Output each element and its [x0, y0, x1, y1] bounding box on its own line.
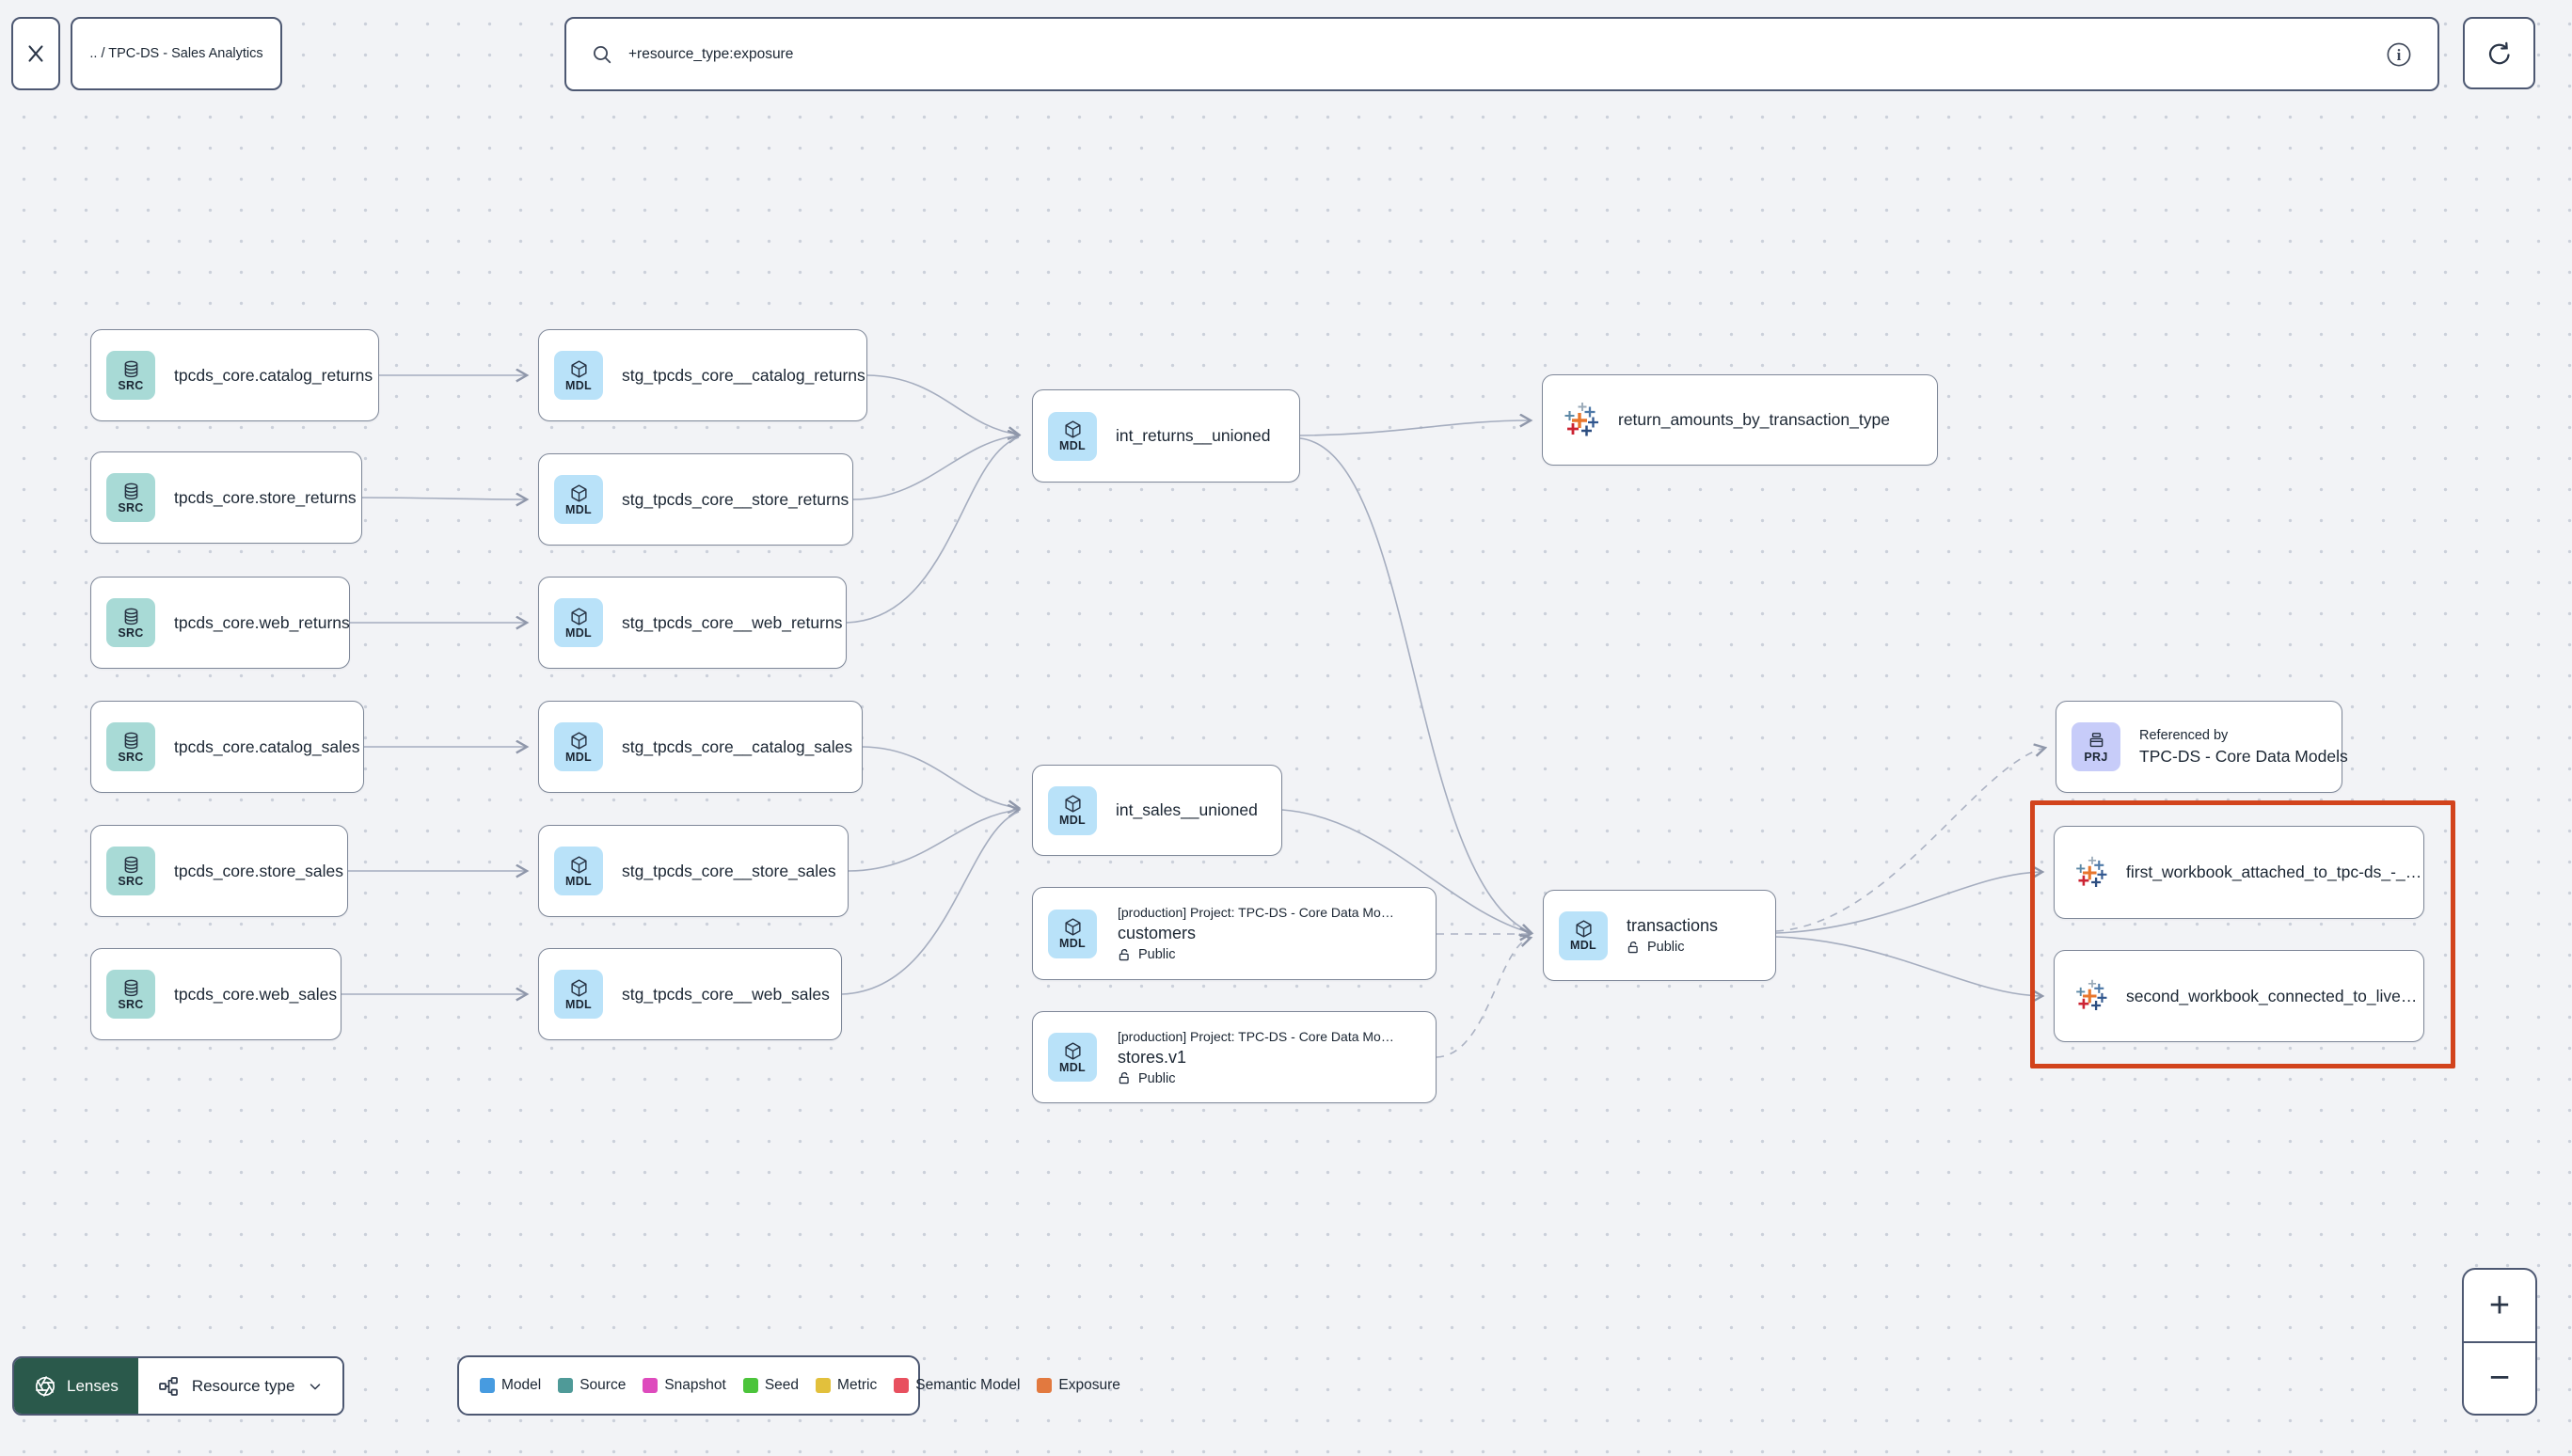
- node-model-int-returns-unioned[interactable]: MDL int_returns__unioned: [1032, 389, 1300, 483]
- referenced-by-label: Referenced by: [2139, 727, 2229, 743]
- source-swatch: [558, 1378, 574, 1393]
- hierarchy-icon: [157, 1375, 180, 1398]
- model-chip: MDL: [1048, 909, 1097, 958]
- plus-icon: +: [2488, 1285, 2511, 1325]
- model-chip: MDL: [554, 970, 603, 1019]
- close-button[interactable]: [11, 17, 60, 90]
- node-source-store-returns[interactable]: SRC tpcds_core.store_returns: [90, 451, 362, 544]
- resource-type-dropdown[interactable]: Resource type: [137, 1358, 343, 1414]
- node-exposure-first-workbook[interactable]: first_workbook_attached_to_tpc-ds_-_…: [2054, 826, 2424, 919]
- node-model-int-sales-unioned[interactable]: MDL int_sales__unioned: [1032, 765, 1282, 856]
- model-chip: MDL: [1048, 785, 1097, 835]
- node-title: stores.v1: [1118, 1047, 1187, 1067]
- aperture-icon: [34, 1375, 56, 1398]
- model-chip: MDL: [554, 475, 603, 524]
- search-bar[interactable]: i: [564, 17, 2439, 91]
- model-chip: MDL: [554, 598, 603, 647]
- chevron-down-icon: [307, 1378, 324, 1395]
- node-project-label: [production] Project: TPC-DS - Core Data…: [1118, 905, 1394, 920]
- node-model-stg-store-returns[interactable]: MDL stg_tpcds_core__store_returns: [538, 453, 853, 546]
- model-chip: MDL: [554, 722, 603, 771]
- unlock-icon: [1118, 948, 1132, 962]
- zoom-in-button[interactable]: +: [2464, 1270, 2535, 1343]
- source-chip: SRC: [106, 351, 155, 400]
- source-chip: SRC: [106, 598, 155, 647]
- model-chip: MDL: [1048, 411, 1097, 461]
- source-chip: SRC: [106, 847, 155, 895]
- metric-swatch: [816, 1378, 832, 1393]
- resource-type-label: Resource type: [191, 1376, 295, 1395]
- referenced-project-name: TPC-DS - Core Data Models: [2139, 746, 2348, 766]
- node-model-stg-web-returns[interactable]: MDL stg_tpcds_core__web_returns: [538, 577, 847, 669]
- node-model-transactions[interactable]: MDL transactions Public: [1543, 890, 1776, 981]
- legend-item-seed: Seed: [742, 1377, 799, 1394]
- legend-item-metric: Metric: [816, 1377, 877, 1394]
- model-chip: MDL: [554, 351, 603, 400]
- node-source-catalog-returns[interactable]: SRC tpcds_core.catalog_returns: [90, 329, 379, 421]
- model-chip: MDL: [554, 847, 603, 895]
- lens-controls: Lenses Resource type: [12, 1356, 345, 1416]
- project-chip: PRJ: [2072, 722, 2120, 771]
- zoom-out-button[interactable]: −: [2464, 1343, 2535, 1415]
- snapshot-swatch: [643, 1378, 659, 1393]
- node-project-label: [production] Project: TPC-DS - Core Data…: [1118, 1028, 1394, 1044]
- minus-icon: −: [2488, 1358, 2511, 1399]
- tableau-icon: [2073, 854, 2111, 892]
- model-chip: MDL: [1559, 910, 1608, 960]
- legend-item-exposure: Exposure: [1037, 1377, 1120, 1394]
- svg-text:i: i: [2397, 46, 2402, 64]
- node-source-catalog-sales[interactable]: SRC tpcds_core.catalog_sales: [90, 701, 364, 793]
- legend-item-model: Model: [480, 1377, 541, 1394]
- legend-item-snapshot: Snapshot: [643, 1377, 726, 1394]
- access-label: Public: [1138, 1070, 1176, 1086]
- seed-swatch: [742, 1378, 758, 1393]
- access-label: Public: [1138, 947, 1176, 962]
- legend-item-source: Source: [558, 1377, 626, 1394]
- node-model-stores-v1[interactable]: MDL [production] Project: TPC-DS - Core …: [1032, 1011, 1437, 1103]
- search-icon: [591, 43, 613, 66]
- resource-type-legend: Model Source Snapshot Seed Metric Semant…: [457, 1355, 1120, 1416]
- tableau-icon: [1562, 400, 1603, 441]
- node-model-stg-catalog-returns[interactable]: MDL stg_tpcds_core__catalog_returns: [538, 329, 867, 421]
- node-exposure-return-amounts[interactable]: return_amounts_by_transaction_type: [1542, 374, 1938, 466]
- model-chip: MDL: [1048, 1033, 1097, 1082]
- node-source-store-sales[interactable]: SRC tpcds_core.store_sales: [90, 825, 348, 917]
- node-exposure-second-workbook[interactable]: second_workbook_connected_to_live…: [2054, 950, 2424, 1042]
- node-source-web-sales[interactable]: SRC tpcds_core.web_sales: [90, 948, 341, 1040]
- lenses-label: Lenses: [67, 1376, 119, 1395]
- node-model-customers[interactable]: MDL [production] Project: TPC-DS - Core …: [1032, 887, 1437, 980]
- legend-item-semantic-model: Semantic Model: [894, 1377, 1020, 1394]
- refresh-button[interactable]: [2463, 17, 2535, 89]
- access-label: Public: [1647, 940, 1685, 955]
- unlock-icon: [1627, 941, 1641, 955]
- node-source-web-returns[interactable]: SRC tpcds_core.web_returns: [90, 577, 350, 669]
- breadcrumb-label: .. / TPC-DS - Sales Analytics: [89, 46, 263, 61]
- node-model-stg-store-sales[interactable]: MDL stg_tpcds_core__store_sales: [538, 825, 849, 917]
- refresh-icon: [2485, 40, 2514, 68]
- breadcrumb[interactable]: .. / TPC-DS - Sales Analytics: [71, 17, 282, 90]
- tableau-icon: [2073, 977, 2111, 1015]
- close-icon: [24, 41, 48, 66]
- source-chip: SRC: [106, 970, 155, 1019]
- search-info-icon[interactable]: i: [2385, 40, 2413, 69]
- source-chip: SRC: [106, 722, 155, 771]
- exposure-swatch: [1037, 1378, 1053, 1393]
- node-title: customers: [1118, 924, 1197, 942]
- unlock-icon: [1118, 1071, 1132, 1085]
- source-chip: SRC: [106, 473, 155, 522]
- node-model-stg-catalog-sales[interactable]: MDL stg_tpcds_core__catalog_sales: [538, 701, 863, 793]
- node-project-referenced-by[interactable]: PRJ Referenced by TPC-DS - Core Data Mod…: [2056, 701, 2348, 793]
- semantic-model-swatch: [894, 1378, 910, 1393]
- search-input[interactable]: [627, 44, 2372, 64]
- node-model-stg-web-sales[interactable]: MDL stg_tpcds_core__web_sales: [538, 948, 842, 1040]
- zoom-controls: + −: [2462, 1268, 2537, 1416]
- model-swatch: [480, 1378, 495, 1393]
- node-title: transactions: [1627, 916, 1719, 935]
- lenses-button[interactable]: Lenses: [14, 1358, 138, 1414]
